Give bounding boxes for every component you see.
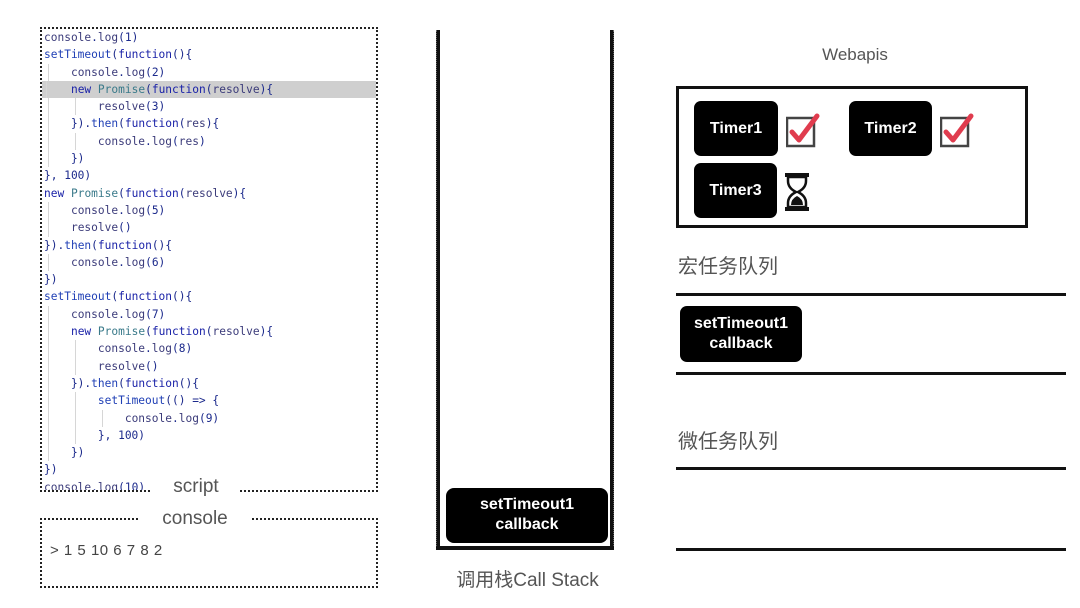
code-line: console.log(8) bbox=[44, 340, 376, 358]
console-output: > 1 5 10 6 7 8 2 bbox=[50, 542, 163, 559]
macro-queue-top-line bbox=[676, 293, 1066, 296]
code-line: resolve() bbox=[44, 357, 376, 375]
console-label: console bbox=[140, 507, 250, 531]
macro-queue-bottom-line bbox=[676, 372, 1066, 375]
code-line: }) bbox=[44, 150, 376, 168]
code-lines: console.log(1) setTimeout(function(){ con… bbox=[42, 29, 376, 492]
code-line: console.log(10) bbox=[44, 480, 146, 492]
code-line: console.log(5) bbox=[44, 201, 376, 220]
indent-guide bbox=[48, 357, 49, 375]
code-line: resolve(3) bbox=[44, 98, 376, 116]
code-line: }) bbox=[44, 444, 376, 462]
timer-1: Timer1 bbox=[694, 101, 778, 156]
call-stack-floor bbox=[436, 546, 614, 550]
webapis-title: Webapis bbox=[822, 45, 888, 64]
code-line: console.log(2) bbox=[44, 63, 376, 81]
call-stack-right-wall bbox=[610, 30, 614, 550]
code-line: new Promise(function(resolve){ bbox=[42, 80, 376, 99]
indent-guide bbox=[75, 426, 76, 445]
micro-task-queue-title: 微任务队列 bbox=[678, 431, 778, 453]
checkbox-checked-icon bbox=[786, 113, 820, 148]
indent-guide bbox=[75, 340, 76, 358]
indent-guide bbox=[75, 98, 76, 116]
code-line: }, 100) bbox=[44, 169, 92, 183]
indent-guide bbox=[48, 201, 49, 220]
code-line: setTimeout(function(){ bbox=[44, 48, 193, 62]
indent-guide bbox=[48, 444, 49, 462]
indent-guide bbox=[48, 219, 49, 237]
code-line: }) bbox=[44, 463, 58, 477]
indent-guide bbox=[75, 132, 76, 151]
indent-guide bbox=[75, 409, 76, 427]
macro-queue-item: setTimeout1 callback bbox=[680, 306, 802, 362]
code-line: }).then(function(){ bbox=[44, 238, 173, 252]
macro-task-queue-title: 宏任务队列 bbox=[678, 256, 778, 278]
indent-guide bbox=[46, 80, 47, 99]
indent-guide bbox=[102, 409, 103, 427]
code-line: setTimeout(() => { bbox=[44, 392, 376, 410]
indent-guide bbox=[48, 340, 49, 358]
call-stack-label: 调用栈Call Stack bbox=[456, 570, 599, 591]
code-line: console.log(9) bbox=[44, 409, 376, 427]
code-line: new Promise(function(resolve){ bbox=[44, 186, 247, 200]
code-line: }) bbox=[44, 273, 58, 287]
indent-guide bbox=[48, 392, 49, 410]
code-line: }).then(function(res){ bbox=[44, 115, 376, 133]
script-label: script bbox=[152, 476, 240, 498]
indent-guide bbox=[75, 357, 76, 375]
micro-queue-top-line bbox=[676, 467, 1066, 470]
indent-guide bbox=[48, 305, 49, 324]
timer-2: Timer2 bbox=[849, 101, 932, 156]
code-line: console.log(res) bbox=[44, 132, 376, 151]
checkbox-checked-icon bbox=[940, 113, 974, 148]
hourglass-icon bbox=[785, 173, 809, 211]
indent-guide bbox=[48, 132, 49, 151]
code-line: resolve() bbox=[44, 219, 376, 237]
indent-guide bbox=[48, 98, 49, 116]
indent-guide bbox=[48, 115, 49, 133]
code-line: console.log(6) bbox=[44, 253, 376, 272]
indent-guide bbox=[48, 409, 49, 427]
script-panel: console.log(1) setTimeout(function(){ con… bbox=[40, 27, 378, 492]
indent-guide bbox=[48, 150, 49, 168]
call-stack-item: setTimeout1 callback bbox=[446, 488, 608, 543]
indent-guide bbox=[48, 63, 49, 81]
micro-queue-bottom-line bbox=[676, 548, 1066, 551]
timer-3: Timer3 bbox=[694, 163, 777, 218]
indent-guide bbox=[48, 374, 49, 393]
code-line: new Promise(function(resolve){ bbox=[44, 323, 376, 341]
code-line: console.log(7) bbox=[44, 305, 376, 324]
webapis-box bbox=[676, 86, 1028, 228]
code-line: console.log(1) bbox=[44, 31, 139, 44]
indent-guide bbox=[48, 426, 49, 445]
code-line: setTimeout(function(){ bbox=[44, 290, 193, 304]
code-line: }).then(function(){ bbox=[44, 374, 376, 393]
indent-guide bbox=[75, 392, 76, 410]
code-line: }, 100) bbox=[44, 426, 376, 445]
indent-guide bbox=[48, 253, 49, 272]
call-stack-left-wall bbox=[436, 30, 440, 550]
indent-guide bbox=[48, 323, 49, 341]
